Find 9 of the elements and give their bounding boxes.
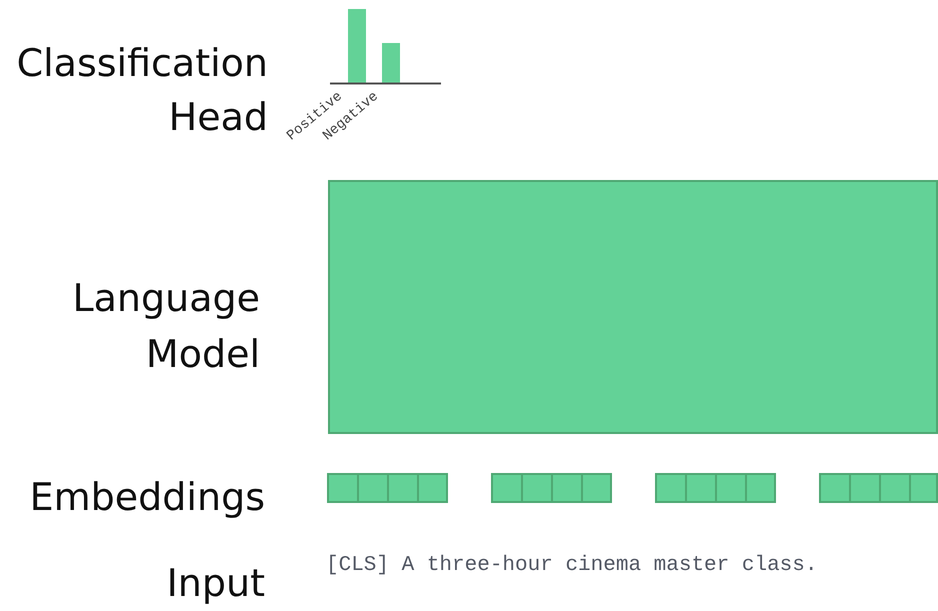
layer-label: Classification Head [16, 40, 268, 141]
embedding-vector [327, 473, 448, 503]
layer-label: Language Model [71, 275, 260, 378]
input-sentence: [CLS] A three-hour cinema master class. [326, 554, 818, 577]
embedding-vector [819, 473, 938, 503]
layer-label: Embeddings [28, 474, 265, 521]
layer-label: Input [166, 560, 265, 607]
embedding-vector [655, 473, 776, 503]
embedding-vector [491, 473, 612, 503]
